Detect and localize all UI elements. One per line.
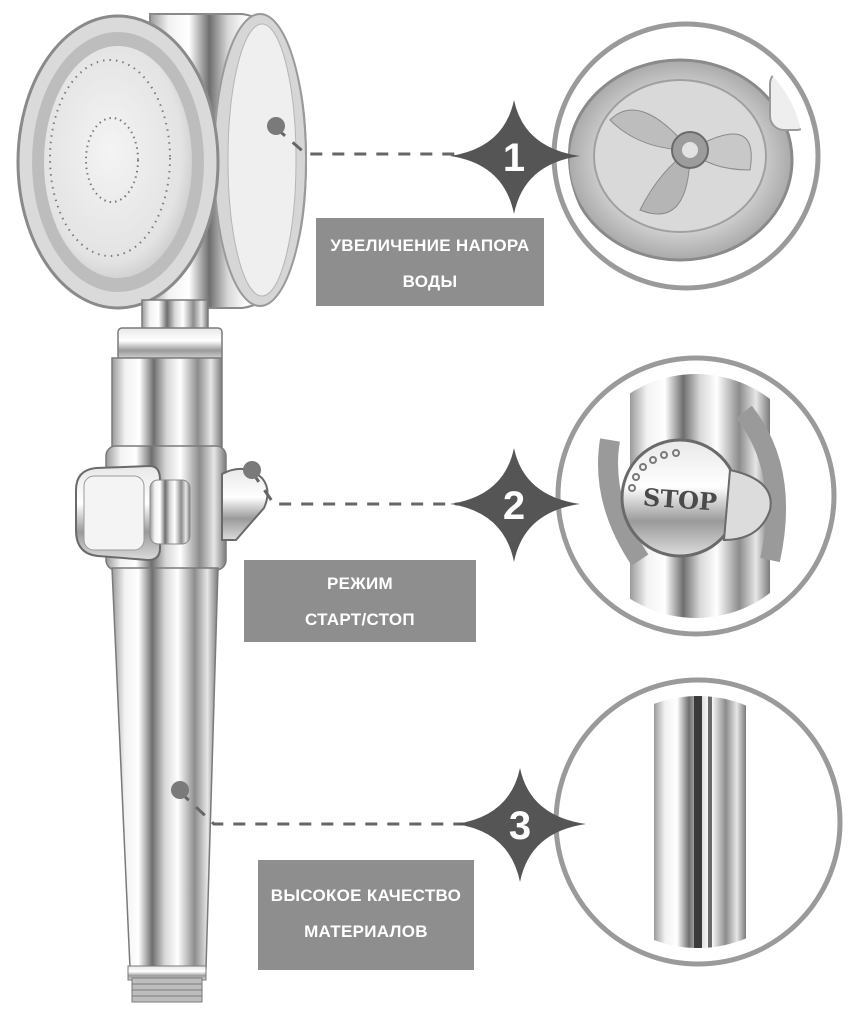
badge-2: 2 bbox=[450, 448, 580, 562]
callout-line-2 bbox=[250, 471, 462, 506]
callout-dot-3 bbox=[171, 781, 189, 799]
feature-number-1: 1 bbox=[503, 136, 525, 180]
callout-line-3 bbox=[178, 790, 470, 826]
detail-circle-1 bbox=[551, 21, 821, 291]
stop-button-text: STOP bbox=[642, 482, 718, 516]
star-badge-1 bbox=[450, 100, 580, 214]
callout-dot-1 bbox=[267, 117, 285, 135]
callout-dot-2 bbox=[243, 461, 261, 479]
feature-label-2: РЕЖИМ СТАРТ/СТОП bbox=[244, 560, 476, 642]
callout-line-1 bbox=[275, 126, 462, 156]
shower-handle bbox=[75, 299, 269, 1003]
feature-label-2-line2: СТАРТ/СТОП bbox=[305, 610, 415, 629]
feature-label-3-line2: МАТЕРИАЛОВ bbox=[304, 922, 428, 941]
badge-3: 3 bbox=[456, 768, 586, 882]
feature-number-2: 2 bbox=[503, 484, 525, 528]
badge-1: 1 bbox=[450, 100, 580, 214]
detail-circle-3 bbox=[553, 677, 843, 967]
feature-label-2-line1: РЕЖИМ bbox=[327, 574, 393, 593]
feature-number-3: 3 bbox=[509, 804, 531, 848]
feature-label-1-line1: УВЕЛИЧЕНИЕ НАПОРА bbox=[330, 236, 530, 255]
shower-head bbox=[16, 13, 308, 310]
callout-lines bbox=[178, 126, 470, 826]
feature-label-1-line2: ВОДЫ bbox=[402, 272, 458, 291]
feature-label-3-line1: ВЫСОКОЕ КАЧЕСТВО bbox=[270, 886, 462, 905]
star-badge-3 bbox=[456, 768, 586, 882]
detail-circle-2: STOP bbox=[555, 355, 837, 637]
feature-label-3: ВЫСОКОЕ КАЧЕСТВО МАТЕРИАЛОВ bbox=[258, 860, 474, 970]
feature-label-1: УВЕЛИЧЕНИЕ НАПОРА ВОДЫ bbox=[316, 218, 544, 306]
star-badge-2 bbox=[450, 448, 580, 562]
